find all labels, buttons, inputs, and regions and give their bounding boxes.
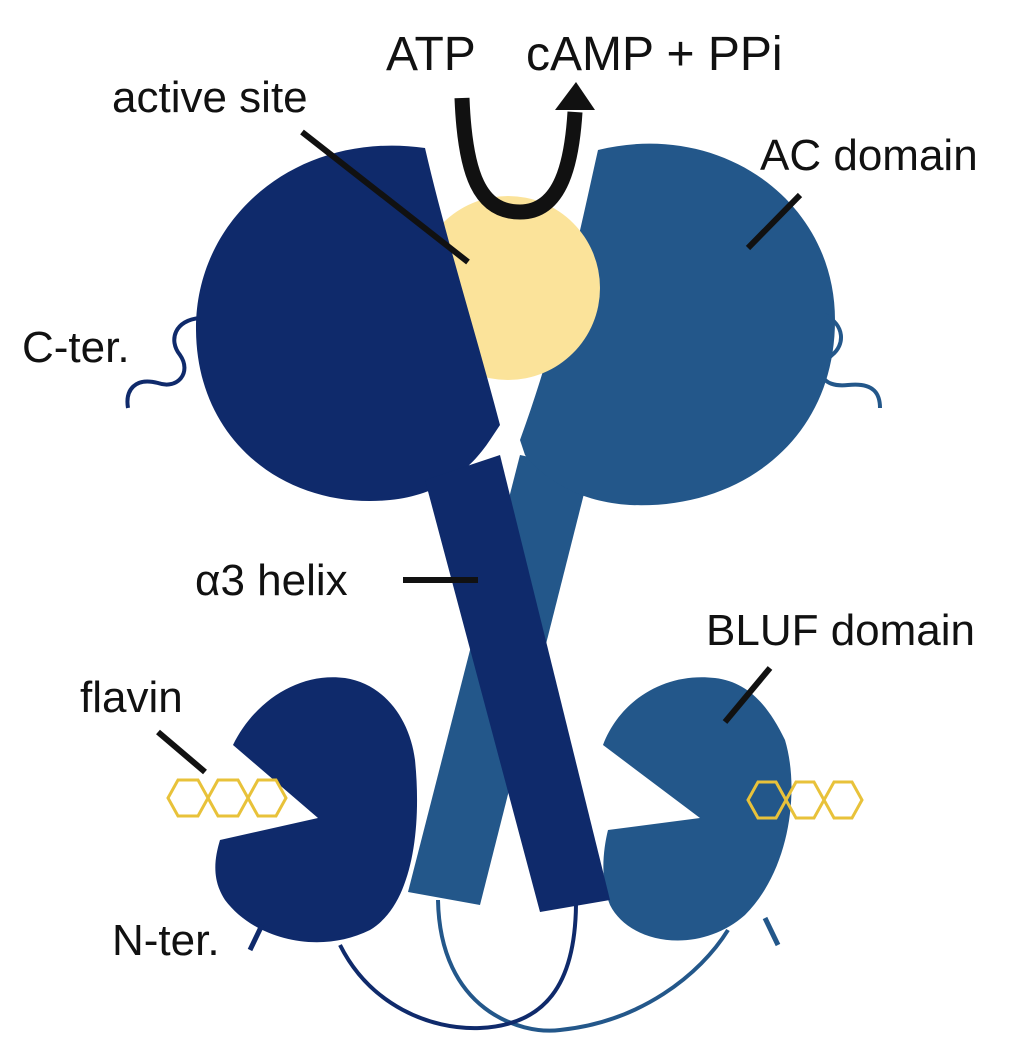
linker-loop-light [436, 899, 730, 1033]
flavin-ring-icon [784, 780, 826, 820]
leader-ac-domain [745, 192, 803, 251]
label-products: cAMP + PPi [526, 28, 783, 81]
n-ter-tail-left [247, 923, 265, 952]
bluf-domain-light [603, 677, 792, 941]
ac-domain-light [520, 143, 835, 506]
bluf-domain-dark [215, 677, 418, 943]
subunit-dark [125, 145, 610, 1031]
label-active-site: active site [112, 73, 308, 122]
n-ter-tail-right [762, 916, 781, 947]
flavin-right [746, 780, 864, 820]
label-ac-domain: AC domain [760, 131, 978, 180]
subunit-light [408, 143, 882, 1033]
arrowhead-icon [555, 82, 595, 110]
linker-loop-dark [338, 904, 578, 1031]
c-ter-tail-left [125, 316, 201, 409]
label-flavin: flavin [80, 673, 183, 722]
flavin-left [166, 778, 288, 818]
leader-flavin [156, 729, 207, 775]
flavin-ring-icon [166, 778, 210, 818]
flavin-ring-icon [246, 778, 288, 818]
label-atp: ATP [386, 28, 476, 81]
flavin-ring-icon [822, 780, 864, 820]
label-alpha3-helix: α3 helix [195, 556, 348, 605]
active-site-cleft [495, 395, 520, 455]
ac-domain-dark [195, 145, 500, 502]
label-n-ter: N-ter. [112, 916, 220, 965]
flavin-ring-icon [206, 778, 250, 818]
leader-bluf-domain [722, 666, 773, 724]
c-ter-tail-right [820, 313, 882, 409]
leader-active-site [300, 129, 470, 265]
label-c-ter: C-ter. [22, 323, 130, 372]
reaction-arrow [454, 97, 583, 220]
alpha3-helix-dark [425, 455, 610, 912]
label-bluf-domain: BLUF domain [706, 606, 975, 655]
